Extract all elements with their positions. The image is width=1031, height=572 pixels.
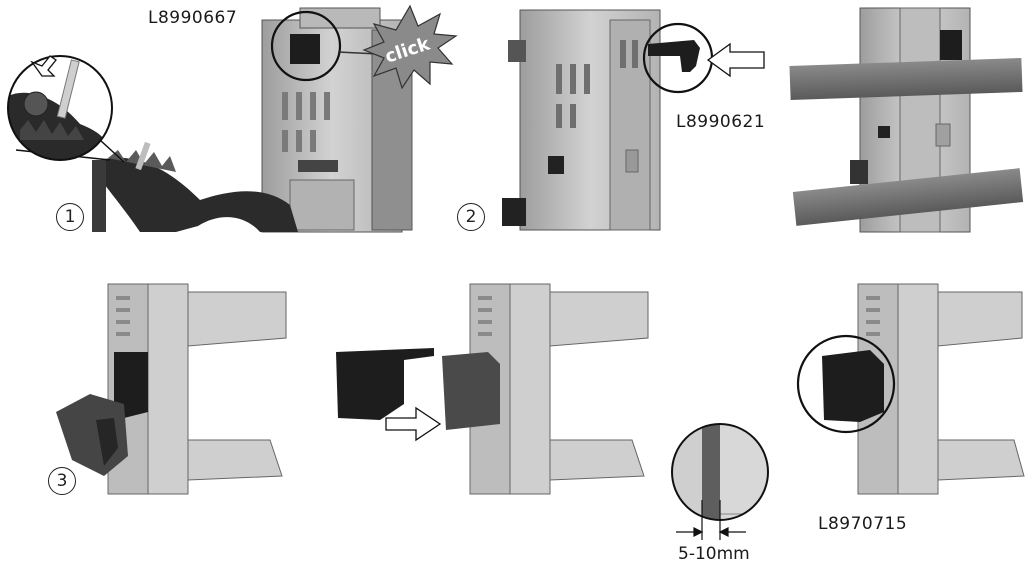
panel-step-2-mounted (789, 7, 1024, 233)
step-1-marker: 1 (56, 203, 84, 231)
dimension-lines (676, 500, 746, 540)
clip-part-1 (290, 34, 320, 64)
arrow-down-left-icon (30, 55, 57, 77)
mounting-rail-top (789, 57, 1023, 101)
extraction-tool (92, 141, 298, 232)
gap-dimension-label: 5-10mm (678, 544, 750, 564)
clip-part-2 (648, 40, 700, 72)
mounting-rail-bottom (792, 168, 1024, 226)
arrow-left-icon (706, 42, 765, 78)
panel-step-3 (56, 283, 287, 495)
magnifier-detail-1 (7, 55, 125, 163)
panel-step-1 (7, 4, 458, 233)
part-number-label-2: L8990621 (676, 112, 766, 132)
part-number-label-1: L8990667 (148, 8, 238, 28)
arrow-right-icon (385, 406, 442, 442)
part-number-label-3: L8970715 (818, 514, 908, 534)
panel-step-2 (502, 9, 765, 231)
click-burst-shape (362, 4, 458, 90)
clip-callout-circle (270, 10, 342, 82)
gap-detail (671, 423, 769, 540)
cover-part-3 (56, 394, 128, 476)
clip-part-5 (336, 348, 434, 420)
step-2-marker: 2 (457, 203, 485, 231)
step-3-marker: 3 (48, 467, 76, 495)
clip-part-3 (114, 352, 148, 418)
panel-step-3-insert (336, 283, 649, 495)
cover-part-5 (442, 352, 500, 430)
fuse-base-housing-5 (469, 283, 649, 495)
installed-callout-circle (796, 334, 896, 434)
clip-part-6 (822, 350, 884, 422)
fuse-base-housing-2 (502, 9, 661, 231)
panel-step-3-installed (796, 283, 1025, 495)
